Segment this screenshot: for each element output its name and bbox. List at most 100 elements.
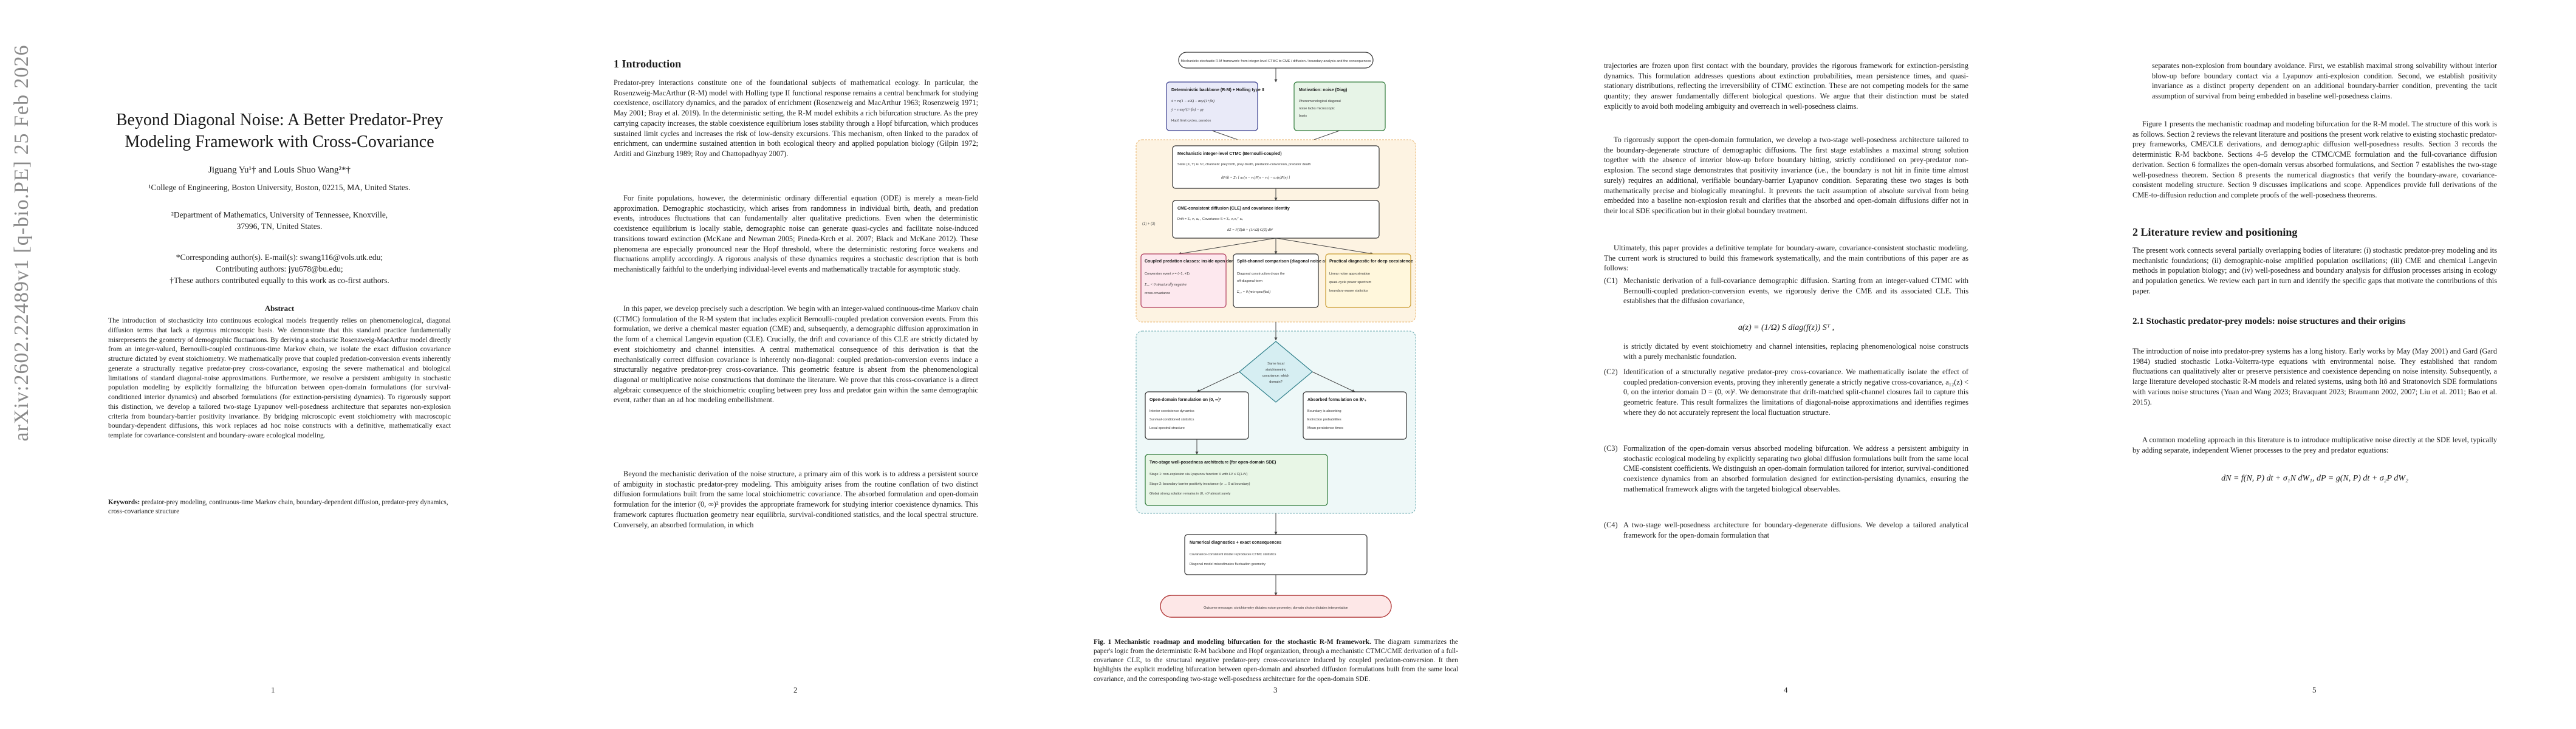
motiv-title: Motivation: noise (Diag) [1299, 88, 1347, 92]
affiliation-2b: 37996, TN, United States. [236, 222, 323, 231]
ctmc-line-1: State (X, Y) ∈ ℕ², channels: prey birth,… [1177, 162, 1310, 166]
region-label: (1) + (3) [1142, 222, 1156, 226]
diamond-line-4: domain? [1269, 380, 1282, 384]
page-number-3: 3 [1273, 685, 1278, 694]
roadmap-figure: Mechanistic stochastic R-M framework: fr… [1136, 52, 1416, 618]
motiv-line-3: basis [1299, 114, 1307, 118]
outcome-text: Outcome message: stoichiometry dictates … [1204, 606, 1348, 610]
c2-text: Identification of a structurally negativ… [1623, 368, 1968, 417]
affiliation-1: ¹College of Engineering, Boston Universi… [148, 183, 411, 192]
ctmc-line-2: dP/dt = Σₖ [ aₖ(n − νₖ)P(n − νₖ) − aₖ(n)… [1221, 176, 1290, 180]
p5-paragraph-1: separates non-explosion from boundary av… [2152, 61, 2497, 101]
diamond-line-2: stoichiometric [1266, 368, 1286, 372]
motiv-line-1: Phenomenological diagonal [1299, 100, 1341, 103]
section-heading-introduction: 1 Introduction [614, 58, 682, 70]
cme-title: CME-consistent diffusion (CLE) and covar… [1177, 207, 1290, 211]
author-list: Jiguang Yu¹† and Louis Shuo Wang²*† [208, 165, 351, 175]
page-5: separates non-explosion from boundary av… [2041, 0, 2576, 729]
box3-line-1: Linear noise approximation [1329, 272, 1370, 276]
node-coupled-predation: Coupled predation classes: inside open d… [1140, 253, 1241, 308]
open-title: Open-domain formulation on (0, ∞)² [1149, 398, 1221, 402]
intro-paragraph-4: Beyond the mechanistic derivation of the… [614, 470, 978, 529]
c2-label: (C2) [1604, 368, 1618, 376]
box3-line-2: quasi-cycle power spectrum [1329, 281, 1372, 284]
node-motivation: Motivation: noise (Diag) Phenomenologica… [1293, 81, 1386, 131]
p5-paragraph-4: The introduction of noise into predator-… [2132, 347, 2497, 406]
c3-label: (C3) [1604, 444, 1618, 453]
contributing-authors: Contributing authors: jyu678@bu.edu; [216, 264, 343, 273]
lyap-line-3: Global strong solution remains in (0, ∞)… [1149, 492, 1231, 496]
open-line-3: Local spectral structure [1149, 426, 1185, 430]
p5-paragraph-3: The present work connects several partia… [2132, 246, 2497, 295]
node-absorbed: Absorbed formulation on ℝ²₊ Boundary is … [1303, 391, 1407, 440]
page-1: arXiv:2602.22489v1 [q-bio.PE] 25 Feb 202… [0, 0, 535, 729]
caption-body: The diagram summarizes the paper's logic… [1094, 638, 1458, 683]
arxiv-stamp: arXiv:2602.22489v1 [q-bio.PE] 25 Feb 202… [5, 24, 39, 462]
lyap-line-1: Stage 1: non-explosion via Lyapunov func… [1149, 473, 1248, 476]
node-outcome: Outcome message: stoichiometry dictates … [1160, 595, 1392, 618]
corresponding-author: *Corresponding author(s). E-mail(s): swa… [176, 253, 383, 262]
arxiv-stamp-text: arXiv:2602.22489v1 [q-bio.PE] 25 Feb 202… [10, 44, 33, 442]
p4-paragraph-3: Ultimately, this paper provides a defini… [1604, 244, 1968, 273]
c1-text: Mechanistic derivation of a full-covaria… [1623, 276, 1968, 306]
box2-line-3: Σ₁₂ = 0 (mis-specified) [1236, 290, 1270, 294]
node-domain-decision: Same local stoichiometric covariance: wh… [1239, 341, 1313, 403]
contribution-c1-continued: is strictly dictated by event stoichiome… [1604, 341, 1968, 361]
multiplicative-noise-equation: dN = f(N, P) dt + σ₁N dW₁, dP = g(N, P) … [2221, 474, 2408, 483]
abstract-text: The introduction of stochasticity into c… [108, 317, 451, 440]
det-line-2: ẏ = ε αxy/(1+βx) − μy [1171, 108, 1204, 112]
box2-title: Split-channel comparison (diagonal noise… [1237, 259, 1332, 264]
box1-line-3: cross-covariance [1145, 292, 1170, 295]
figure-top-banner: Mechanistic stochastic R-M framework: fr… [1178, 52, 1374, 69]
abs-line-3: Mean persistence times [1307, 426, 1343, 430]
section-heading-literature: 2 Literature review and positioning [2132, 226, 2298, 238]
box3-line-3: boundary-aware statistics [1329, 289, 1368, 293]
p5-paragraph-5: A common modeling approach in this liter… [2132, 436, 2497, 454]
node-ctmc: Mechanistic integer-level CTMC (Bernoull… [1172, 145, 1380, 189]
page-4: trajectories are frozen upon first conta… [1507, 0, 2041, 729]
box1-line-2: Σ₁₂ < 0 structurally negative [1144, 283, 1187, 287]
caption-label: Fig. 1 [1094, 638, 1112, 646]
page-number-1: 1 [271, 685, 275, 694]
box1-line-1: Conversion event ν = (−1, +1) [1145, 272, 1190, 276]
p4-paragraph-1: trajectories are frozen upon first conta… [1604, 61, 1968, 111]
cme-line-2: dZ = F(Z)dt + (1/√Ω) G(Z) dW [1227, 228, 1273, 232]
c4-text: A two-stage well-posedness architecture … [1623, 521, 1968, 539]
open-line-2: Survival-conditioned statistics [1149, 418, 1194, 422]
keywords: Keywords: predator-prey modeling, contin… [108, 498, 451, 516]
affiliation-2a: ²Department of Mathematics, University o… [171, 210, 388, 219]
contribution-c2: (C2) Identification of a structurally ne… [1604, 367, 1968, 418]
abs-title: Absorbed formulation on ℝ²₊ [1307, 397, 1366, 402]
figure-caption: Fig. 1 Mechanistic roadmap and modeling … [1094, 638, 1458, 684]
abs-line-1: Boundary is absorbing [1307, 409, 1341, 413]
node-numerical-diagnostics: Numerical diagnostics + exact consequenc… [1184, 534, 1368, 575]
c1-after-eq: is strictly dictated by event stoichiome… [1623, 342, 1968, 361]
c1-label: (C1) [1604, 276, 1618, 285]
node-practical-diagnostic: Practical diagnostic for deep coexistenc… [1325, 253, 1413, 308]
motiv-line-2: noise lacks microscopic [1299, 107, 1335, 111]
node-split-channel: Split-channel comparison (diagonal noise… [1233, 253, 1332, 308]
intro-paragraph-1: Predator-prey interactions constitute on… [614, 78, 978, 159]
diamond-line-3: covariance: which [1262, 374, 1289, 378]
result-line-1: Covariance-consistent model reproduces C… [1190, 553, 1276, 556]
open-line-1: Interior coexistence dynamics [1149, 409, 1194, 413]
det-line-1: ẋ = rx(1 − x/K) − αxy/(1+βx) [1171, 99, 1214, 103]
node-deterministic-backbone: Deterministic backbone (R-M) + Holling t… [1166, 81, 1264, 131]
c4-label: (C4) [1604, 521, 1618, 529]
cme-line-1: Drift = Σₖ νₖ aₖ , Covariance S = Σₖ νₖν… [1177, 217, 1244, 221]
equal-contribution-note: †These authors contributed equally to th… [170, 276, 389, 285]
page-number-5: 5 [2312, 685, 2317, 694]
caption-bold: Mechanistic roadmap and modeling bifurca… [1114, 638, 1371, 646]
node-cme: CME-consistent diffusion (CLE) and covar… [1172, 200, 1380, 239]
p4-paragraph-2: To rigorously support the open-domain fo… [1604, 135, 1968, 216]
box3-title: Practical diagnostic for deep coexistenc… [1329, 259, 1413, 264]
node-open-domain: Open-domain formulation on (0, ∞)² Inter… [1145, 391, 1249, 440]
subsection-heading-2-1: 2.1 Stochastic predator-prey models: noi… [2132, 317, 2406, 326]
figure-top-text: Mechanistic stochastic R-M framework: fr… [1181, 60, 1371, 63]
c3-text: Formalization of the open-domain versus … [1623, 444, 1968, 493]
lyap-title: Two-stage well-posedness architecture (f… [1149, 460, 1276, 465]
intro-paragraph-3: In this paper, we develop precisely such… [614, 304, 978, 405]
page-number-4: 4 [1784, 685, 1788, 694]
contribution-c1: (C1) Mechanistic derivation of a full-co… [1604, 276, 1968, 306]
page-2: 1 Introduction Predator-prey interaction… [535, 0, 1045, 729]
